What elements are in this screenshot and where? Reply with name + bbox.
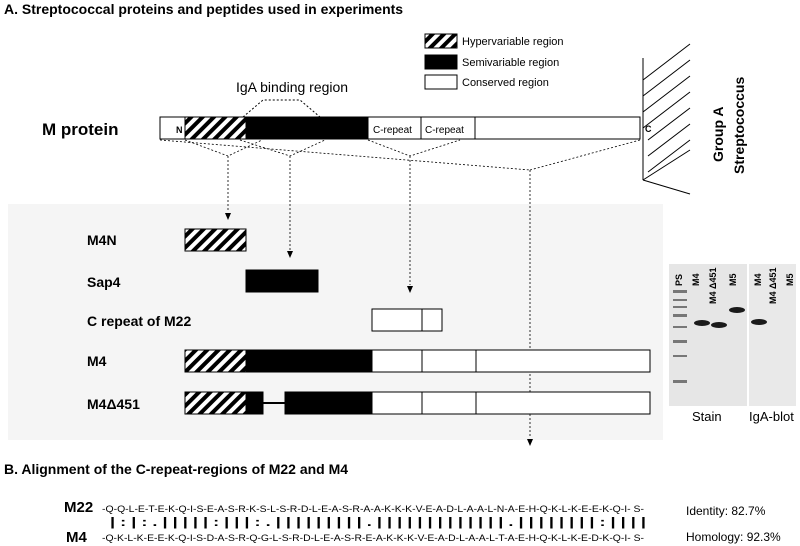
gel-stain-lane-m5: M5 [728,273,738,286]
gel-stain-lane-m4: M4 [691,273,701,286]
cell-label-streptococcus: Streptococcus [731,77,747,174]
alignment-m4-sequence: -Q-K-L-K-E-E-K-Q-I-S-D-A-S-R-Q-G-L-S-R-D… [102,533,644,543]
legend-conserved-label: Conserved region [462,77,549,89]
section-a-title: A. Streptococcal proteins and peptides u… [4,1,403,17]
construct-label-m4: M4 [87,353,107,369]
mapping-arrowheads [225,213,533,446]
cell-label-group-a: Group A [710,107,726,162]
gel-stain-lane-m4d451: M4 Δ451 [708,268,718,305]
gel-stain-marker-ladder [673,290,687,383]
gel-stain: PS M4 M4 Δ451 M5 Stain [669,264,747,424]
gel-iga-blot: M4 M4 Δ451 M5 IgA-blot [749,264,796,424]
alignment-homology: Homology: 92.3% [686,530,781,544]
construct-c-repeat-m22-bar [371,308,443,332]
iga-binding-label: IgA binding region [236,79,348,95]
c-terminus-label: C [645,124,652,134]
construct-m4n-bar [184,228,247,252]
cell-wall [642,43,691,195]
construct-m4-bar [184,349,651,373]
n-terminus-label: N [176,125,183,135]
construct-label-sap4: Sap4 [87,274,121,290]
legend-semivariable-label: Semivariable region [462,57,559,69]
m-protein-hypervariable [184,116,247,140]
construct-label-m4n: M4N [87,232,117,248]
legend-hypervariable-label: Hypervariable region [462,36,564,48]
gel-blot-lane-m4d451: M4 Δ451 [768,268,778,305]
iga-bracket [242,99,321,118]
mapping-lines [159,139,641,438]
m-protein-bar: N C-repeat C-repeat C [159,116,652,140]
m-protein-semivariable [245,116,369,140]
legend: Hypervariable region Semivariable region… [424,33,564,90]
alignment-identity: Identity: 82.7% [686,504,766,518]
construct-label-c-repeat-m22: C repeat of M22 [87,313,191,329]
alignment-m4-label: M4 [66,529,87,546]
alignment-m22-label: M22 [64,499,93,516]
gel-stain-bands [694,307,745,328]
gel-blot-band-m4 [751,319,767,325]
c-repeat-label-2: C-repeat [425,125,464,136]
gel-blot-label: IgA-blot [749,409,794,424]
c-repeat-label-1: C-repeat [373,125,412,136]
legend-hypervariable-swatch [424,33,458,49]
gel-blot-lane-m5: M5 [785,273,795,286]
gel-blot-lane-m4: M4 [753,273,763,286]
gel-stain-lane-ps: PS [674,274,684,286]
alignment-match-line: | : | : . | | | | | : | | | : . | | | | … [110,515,646,529]
legend-conserved-swatch [424,74,458,90]
alignment-m22-sequence: -Q-Q-L-E-T-E-K-Q-I-S-E-A-S-R-K-S-L-S-R-D… [102,504,644,514]
construct-m4d451-bar [184,391,651,415]
construct-label-m4d451: M4Δ451 [87,396,140,412]
legend-semivariable-swatch [424,54,458,70]
construct-sap4-bar [245,269,319,293]
m-protein-label: M protein [42,120,119,139]
gel-blot-background [749,264,796,406]
section-b-title: B. Alignment of the C-repeat-regions of … [4,461,348,477]
gel-stain-label: Stain [692,409,722,424]
